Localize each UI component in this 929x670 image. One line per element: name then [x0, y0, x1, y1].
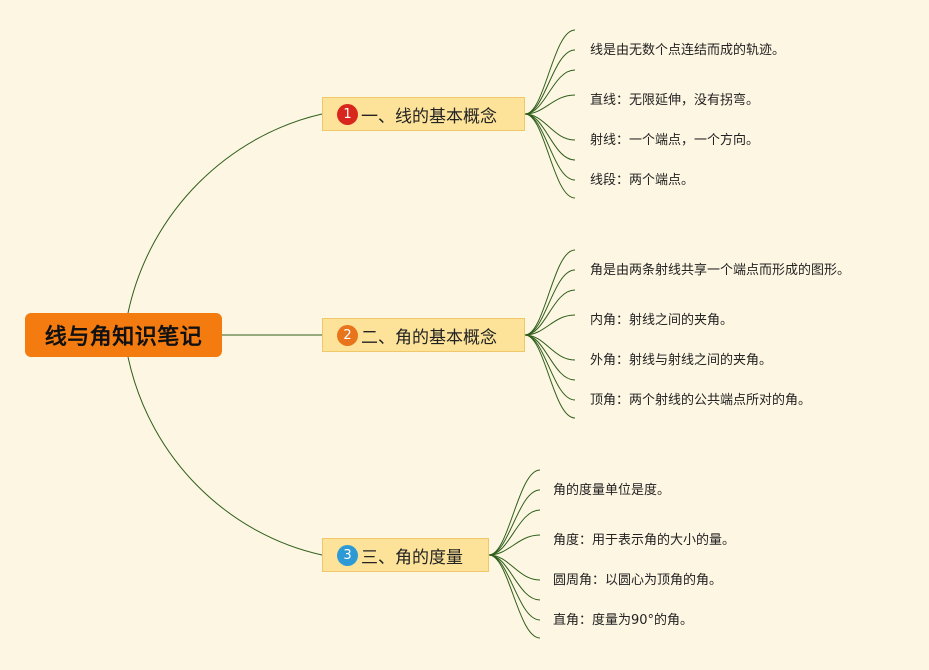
connector-line	[488, 509, 541, 556]
branch-title: 二、角的基本概念	[361, 327, 497, 348]
connector-line	[127, 356, 323, 556]
root-title: 线与角知识笔记	[44, 325, 203, 350]
leaf-node[interactable]: 线段：两个端点。	[590, 173, 695, 188]
number-badge-icon: 3	[337, 544, 358, 566]
connector-line	[127, 113, 323, 314]
leaf-node[interactable]: 直线：无限延伸，没有拐弯。	[590, 93, 760, 108]
leaf-node[interactable]: 射线：一个端点，一个方向。	[590, 133, 760, 148]
connector-line	[488, 534, 541, 556]
leaf-node[interactable]: 角的度量单位是度。	[553, 483, 671, 498]
connector-line	[524, 334, 576, 381]
leaf-node[interactable]: 外角：射线与射线之间的夹角。	[590, 353, 773, 368]
connector-line	[524, 49, 576, 115]
connector-line	[524, 334, 576, 401]
number-badge-icon: 1	[337, 103, 358, 125]
connector-line	[524, 113, 576, 199]
connector-line	[488, 554, 541, 621]
root-node[interactable]: 线与角知识笔记	[25, 313, 222, 357]
connector-line	[488, 554, 541, 601]
connector-line	[524, 69, 576, 115]
branch-title: 一、线的基本概念	[361, 106, 497, 127]
branch-node-lines[interactable]: 1 一、线的基本概念	[322, 97, 525, 131]
leaf-node[interactable]: 线是由无数个点连结而成的轨迹。	[590, 43, 786, 58]
connector-line	[488, 469, 541, 556]
connector-line	[524, 249, 576, 336]
leaf-node[interactable]: 顶角：两个射线的公共端点所对的角。	[590, 393, 812, 408]
branch-node-measurement[interactable]: 3 三、角的度量	[322, 538, 489, 572]
leaf-node[interactable]: 角是由两条射线共享一个端点而形成的图形。	[590, 263, 851, 278]
connector-line	[488, 554, 541, 639]
number-badge-icon: 2	[337, 324, 358, 346]
connector-line	[524, 29, 576, 115]
branch-node-angles[interactable]: 2 二、角的基本概念	[322, 318, 525, 352]
connector-line	[488, 489, 541, 556]
connector-line	[524, 314, 576, 336]
connector-line	[524, 113, 576, 161]
connector-line	[524, 94, 576, 115]
branch-title: 三、角的度量	[361, 547, 463, 568]
leaf-node[interactable]: 角度：用于表示角的大小的量。	[553, 533, 736, 548]
connector-line	[524, 113, 576, 181]
connector-line	[524, 334, 576, 419]
leaf-node[interactable]: 内角：射线之间的夹角。	[590, 313, 734, 328]
connector-line	[524, 269, 576, 336]
leaf-node[interactable]: 圆周角：以圆心为顶角的角。	[553, 573, 723, 588]
connector-line	[524, 289, 576, 336]
leaf-node[interactable]: 直角：度量为90°的角。	[553, 613, 694, 628]
